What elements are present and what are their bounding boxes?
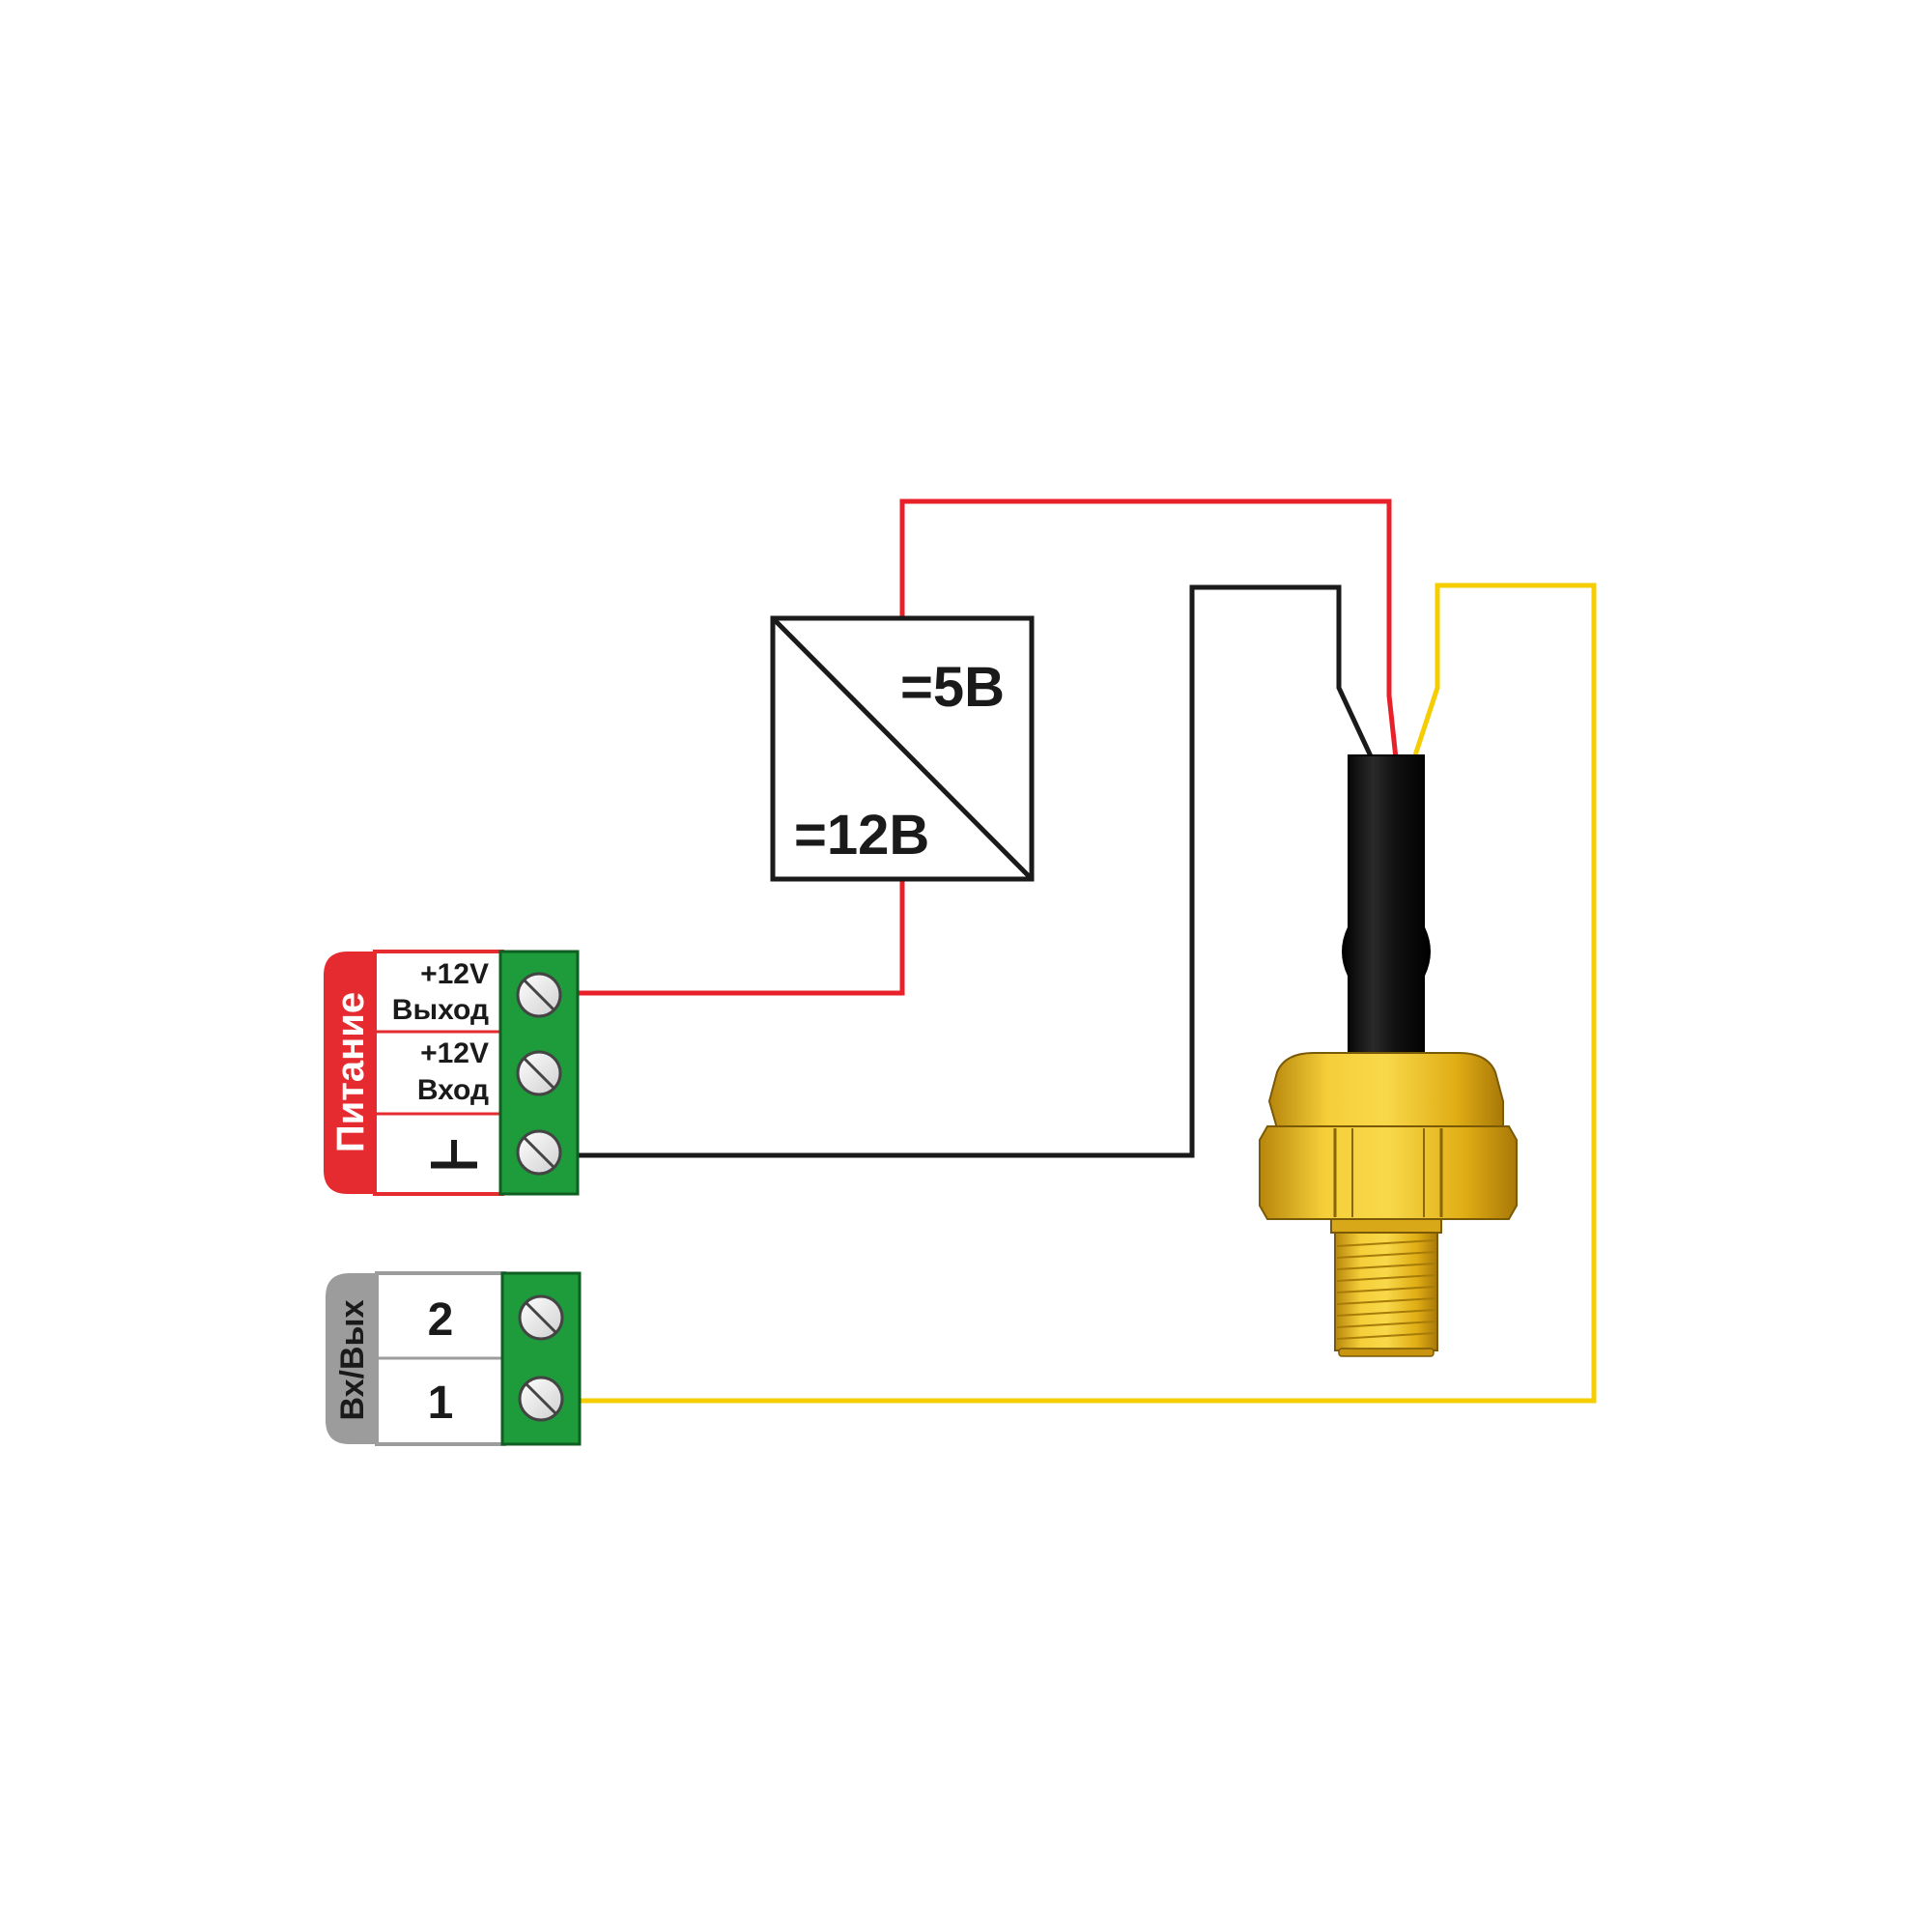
- sensor-cable: [1342, 754, 1431, 1056]
- screw-terminal-icon[interactable]: [516, 1050, 562, 1096]
- ground-symbol-icon: [431, 1140, 477, 1169]
- converter-input-label: =12В: [794, 804, 929, 867]
- io-terminal-block: Вх/Вых 2 1: [326, 1271, 582, 1446]
- screw-terminal-icon[interactable]: [516, 1129, 562, 1176]
- converter-output-label: =5В: [900, 656, 1005, 719]
- sensor-body: [1267, 1052, 1504, 1129]
- screw-terminal-icon[interactable]: [518, 1376, 564, 1422]
- io-tab: [326, 1273, 379, 1444]
- screw-terminal-icon[interactable]: [516, 972, 562, 1018]
- power-out-line1: +12V: [420, 958, 489, 990]
- io-tab-label: Вх/Вых: [334, 1299, 371, 1420]
- sensor-hex-nut: [1259, 1125, 1518, 1220]
- power-tab-label: Питание: [329, 992, 372, 1152]
- dc-dc-converter-icon: =5В =12В: [770, 615, 1035, 882]
- power-in-line1: +12V: [420, 1037, 489, 1069]
- yellow-wire-io-to-sensor: [578, 582, 1597, 1404]
- red-wire-terminal-to-converter: [578, 879, 905, 996]
- power-in-line2: Вход: [417, 1074, 489, 1106]
- io-row-2-label: 2: [428, 1294, 454, 1346]
- power-terminal-block: Питание +12V Выход +12V Вход: [324, 950, 580, 1196]
- red-wire-converter-to-sensor: [899, 498, 1399, 759]
- screw-terminal-icon[interactable]: [518, 1294, 564, 1341]
- black-wire-ground-to-sensor: [578, 584, 1375, 1158]
- io-row-1-label: 1: [428, 1378, 454, 1429]
- wires: [578, 498, 1597, 1404]
- pressure-sensor-icon: [1259, 754, 1518, 1357]
- power-out-line2: Выход: [392, 994, 489, 1026]
- power-tab: [324, 952, 377, 1194]
- sensor-thread-lines: [1336, 1239, 1436, 1340]
